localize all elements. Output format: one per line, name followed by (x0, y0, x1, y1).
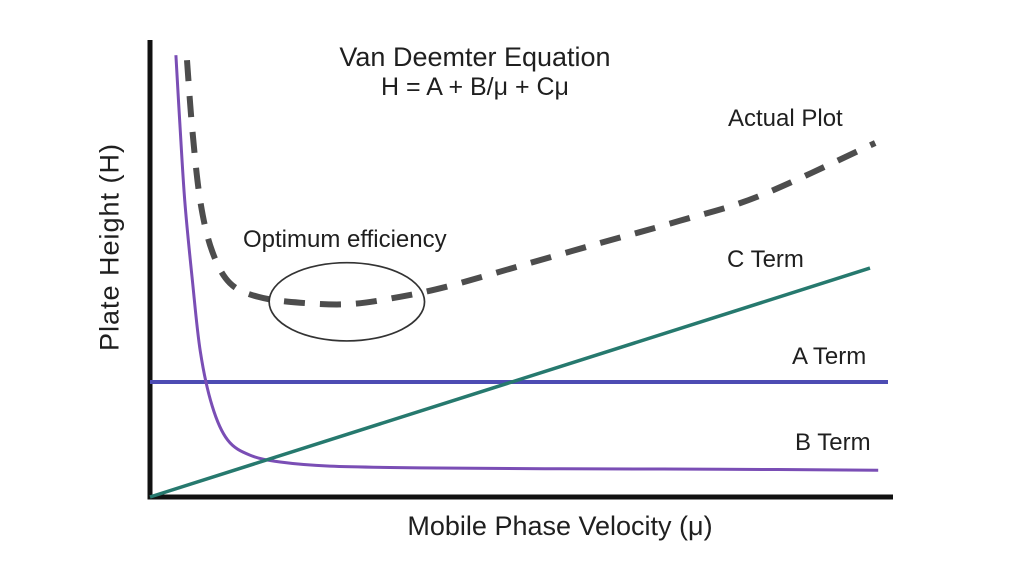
series-actual-plot-curve (184, 59, 877, 308)
label-a-term: A Term (792, 343, 867, 370)
series-c-term-curve (149, 266, 871, 499)
label-b-term: B Term (795, 429, 871, 456)
x-axis-label: Mobile Phase Velocity (μ) (407, 511, 713, 541)
label-optimum-efficiency: Optimum efficiency (243, 226, 447, 253)
chart-title: Van Deemter Equation (339, 42, 611, 72)
chart-equation: H = A + B/μ + Cμ (381, 73, 569, 101)
label-actual-plot: Actual Plot (728, 105, 843, 132)
label-c-term: C Term (727, 246, 804, 273)
y-axis-label: Plate Height (H) (94, 142, 125, 352)
series-b-term-curve (174, 55, 879, 472)
optimum-efficiency-ellipse (268, 261, 426, 342)
